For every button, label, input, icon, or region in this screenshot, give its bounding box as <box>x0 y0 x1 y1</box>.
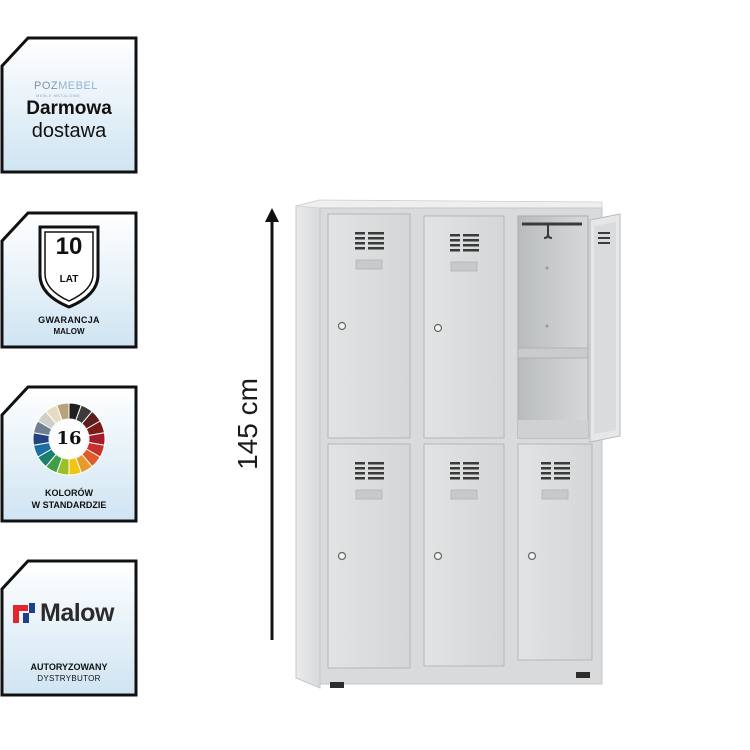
locker-door <box>517 443 593 661</box>
warranty-years: 10 <box>55 233 83 260</box>
badge-frame <box>0 211 138 349</box>
warranty-badge: 10 LAT GWARANCJA MALOW <box>0 211 138 349</box>
locker-door <box>423 443 505 667</box>
colors-count: 16 <box>56 428 82 449</box>
locker-door <box>423 215 505 439</box>
height-label-text: 145 cm <box>232 378 263 470</box>
dealer-line1: AUTORYZOWANY <box>30 662 108 672</box>
height-arrow-icon <box>265 208 279 640</box>
locker-door <box>327 443 411 669</box>
authorized-dealer-badge: Malow AUTORYZOWANY DYSTRYBUTOR <box>0 559 138 697</box>
pozmebel-tagline: MEBLE METALOWE <box>36 93 81 98</box>
warranty-line2: MALOW <box>53 327 85 336</box>
delivery-line2: dostawa <box>31 120 107 142</box>
color-swatch <box>56 402 70 421</box>
colors-line1: KOLORÓW <box>45 488 93 498</box>
malow-logo-icon <box>13 603 35 623</box>
pozmebel-logo: POZMEBEL <box>34 80 98 92</box>
delivery-line1: Darmowa <box>26 98 112 119</box>
colors-badge: 16 KOLORÓW W STANDARDZIE <box>0 385 138 523</box>
color-wheel-icon <box>32 402 106 476</box>
warranty-unit: LAT <box>59 274 79 285</box>
warranty-line1: GWARANCJA <box>38 315 100 325</box>
locker-cabinet-image <box>295 199 621 689</box>
colors-line2: W STANDARDZIE <box>31 500 107 510</box>
dealer-line2: DYSTRYBUTOR <box>37 674 101 683</box>
badge-frame <box>0 559 138 697</box>
free-delivery-badge: POZMEBEL MEBLE METALOWE Darmowa dostawa <box>0 36 138 174</box>
badge-frame <box>0 385 138 523</box>
malow-wordmark: Malow <box>40 599 114 627</box>
shield-icon <box>38 225 100 309</box>
locker-doors <box>327 213 593 669</box>
badge-frame <box>0 36 138 174</box>
locker-door <box>327 213 411 439</box>
